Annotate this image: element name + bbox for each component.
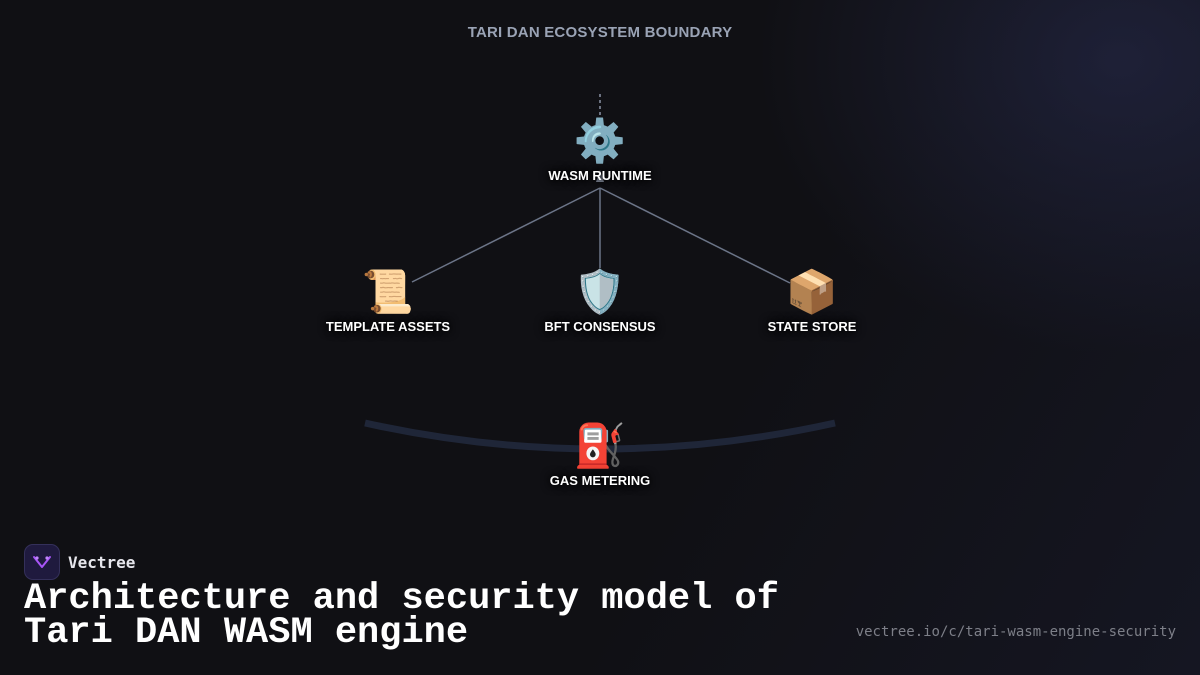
brand-name: Vectree [68,552,136,572]
node-wasm-runtime: ⚙️ WASM RUNTIME [500,116,700,183]
node-label: GAS METERING [549,473,651,488]
node-bft-consensus: 🛡️ BFT CONSENSUS [500,267,700,334]
shield-icon: 🛡️ [573,267,627,316]
node-state-store: 📦 STATE STORE [712,267,912,334]
edge-runtime-template-assets [411,187,601,283]
vectree-logo-icon [24,544,60,580]
headline-line-2: Tari DAN WASM engine [24,612,469,654]
node-label: BFT CONSENSUS [544,319,656,334]
headline: Architecture and security model of Tari … [24,578,824,654]
headline-line-1: Architecture and security model of [24,578,779,620]
node-gas-metering: ⛽ GAS METERING [500,421,700,488]
brand: Vectree [24,544,135,580]
arrow-head [596,170,604,182]
node-label: STATE STORE [767,319,857,334]
boundary-title: TARI DAN ECOSYSTEM BOUNDARY [467,24,733,41]
fuel-pump-icon: ⛽ [573,421,627,470]
source-url: vectree.io/c/tari-wasm-engine-security [855,624,1176,640]
gear-icon: ⚙️ [573,116,627,165]
edge-runtime-state-store [599,187,791,284]
package-icon: 📦 [785,267,839,316]
node-label: TEMPLATE ASSETS [325,319,451,334]
scroll-icon: 📜 [361,267,415,316]
boundary-arc [364,419,836,453]
node-template-assets: 📜 TEMPLATE ASSETS [288,267,488,334]
node-label: WASM RUNTIME [548,168,652,183]
